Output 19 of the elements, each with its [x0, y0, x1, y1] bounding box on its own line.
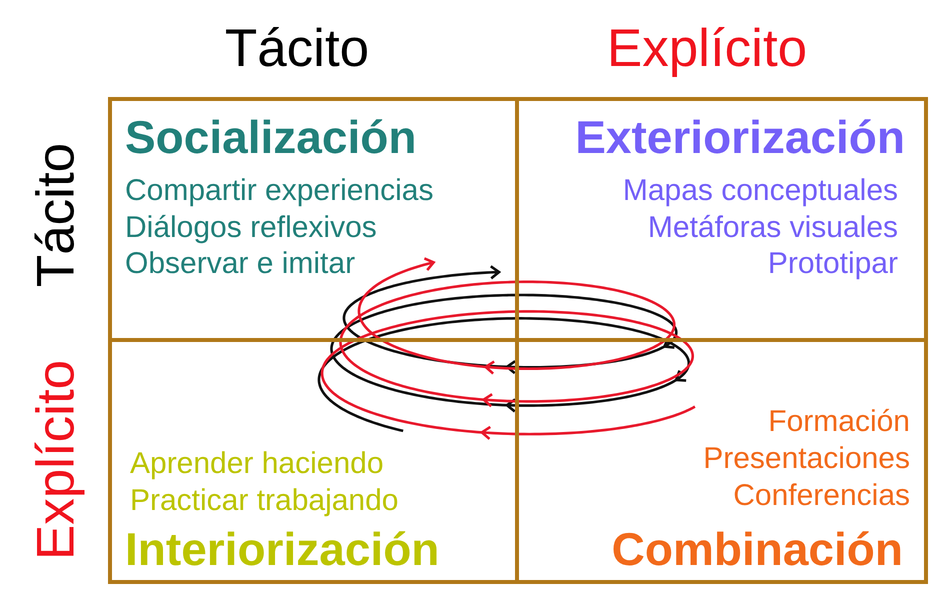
- quadrant-item: Prototipar: [768, 247, 898, 282]
- quadrant-title: Exteriorización: [575, 110, 905, 164]
- quadrant-item: Compartir experiencias: [125, 174, 434, 209]
- quadrant-item: Formación: [768, 405, 910, 440]
- quadrant-item: Practicar trabajando: [130, 484, 398, 519]
- quadrant-item: Mapas conceptuales: [622, 174, 898, 209]
- axis-label: Explícito: [606, 19, 808, 80]
- quadrant-item: Observar e imitar: [125, 247, 356, 282]
- quadrant-item: Presentaciones: [703, 442, 910, 477]
- quadrant-item: Metáforas visuales: [648, 210, 898, 246]
- quadrant-title: Combinación: [612, 522, 903, 576]
- quadrant-title: Interiorización: [125, 522, 440, 576]
- quadrant-item: Aprender haciendo: [130, 447, 384, 482]
- axis-label: Explícito: [26, 360, 87, 560]
- axis-label: Tácito: [224, 19, 370, 80]
- axis-label: Tácito: [26, 142, 87, 288]
- quadrant-item: Diálogos reflexivos: [125, 210, 377, 246]
- quadrant-title: Socialización: [125, 110, 416, 164]
- quadrant-item: Conferencias: [733, 479, 910, 514]
